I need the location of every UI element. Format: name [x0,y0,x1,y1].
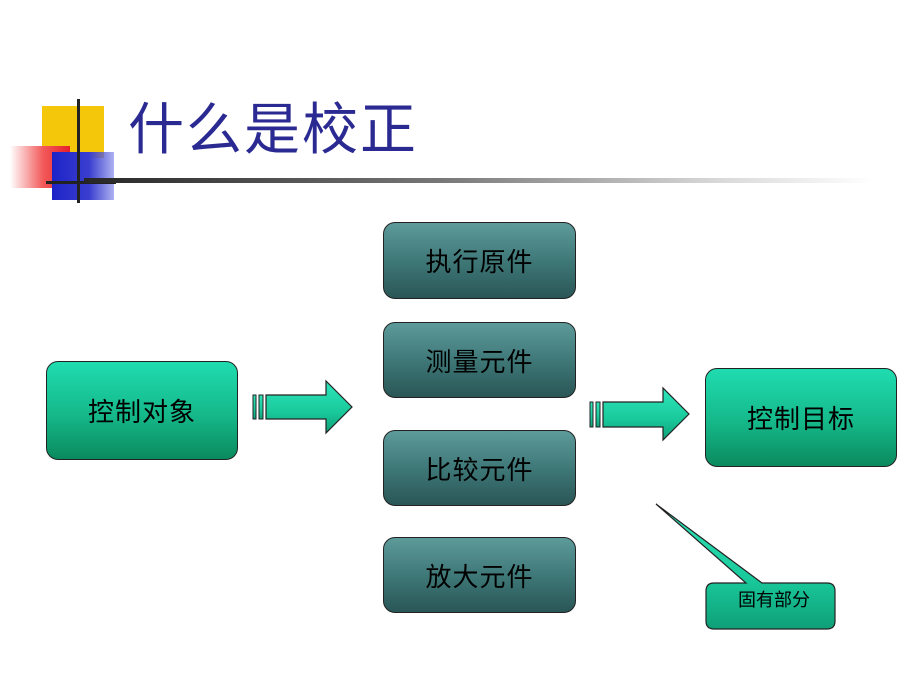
title-decoration-blue-square [52,152,114,200]
title-decoration-vertical-line [77,99,80,203]
callout-shape [655,503,836,630]
component-box-comparison: 比较元件 [383,430,576,506]
component-box-amplifier: 放大元件 [383,537,576,613]
arrow-to-target [589,386,690,442]
title-underline-rule [84,178,874,183]
component-box-measurement: 测量元件 [383,322,576,398]
page-title: 什么是校正 [128,98,418,163]
control-target-box: 控制目标 [705,368,897,467]
control-object-box: 控制对象 [46,361,238,460]
title-decoration-horizontal-line [46,181,116,184]
callout-label: 固有部分 [738,590,810,611]
component-box-actuator: 执行原件 [383,222,576,299]
arrow-to-components [252,379,353,435]
